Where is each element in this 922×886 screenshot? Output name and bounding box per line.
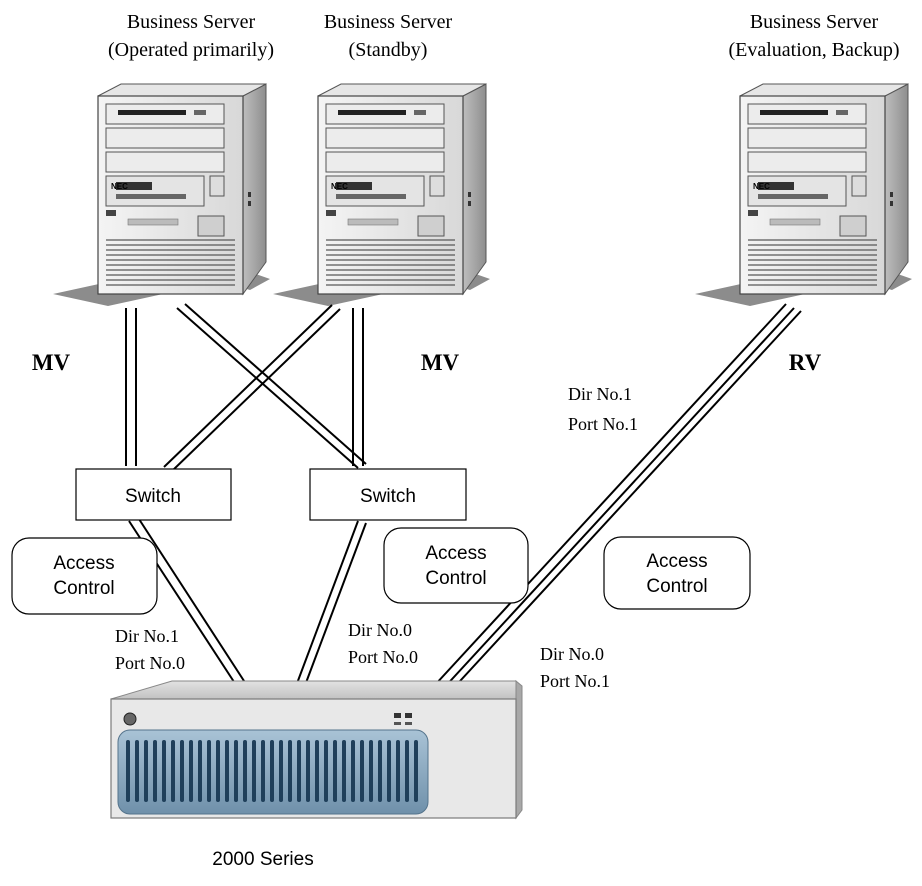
server-tower-icon xyxy=(272,83,491,307)
port-label-direct-dir: Dir No.0 xyxy=(540,644,604,664)
array-status-led-icon xyxy=(405,722,412,725)
storage-array[interactable] xyxy=(110,679,523,820)
array-status-led-icon xyxy=(405,713,412,718)
storage-caption: 2000 Series xyxy=(212,849,313,870)
server-operated-primarily[interactable]: NEC xyxy=(52,83,271,307)
switch-label: Switch xyxy=(125,486,181,507)
access-control-line1: Access xyxy=(425,543,486,564)
port-label-middle-port: Port No.0 xyxy=(348,647,418,667)
array-bezel-vents xyxy=(126,740,418,802)
switch-right[interactable]: Switch xyxy=(309,468,467,521)
server-3-subtitle: (Evaluation, Backup) xyxy=(728,39,899,61)
server-1-badge: NEC xyxy=(111,182,128,191)
server-2-subtitle: (Standby) xyxy=(349,39,428,61)
cables xyxy=(125,303,802,694)
server-tower-icon xyxy=(52,83,271,307)
volume-label-mv-middle: MV xyxy=(421,350,460,375)
server-3-badge: NEC xyxy=(753,182,770,191)
access-control-line2: Control xyxy=(425,568,486,589)
port-label-left-dir: Dir No.1 xyxy=(115,626,179,646)
access-control-line2: Control xyxy=(646,576,707,597)
volume-label-rv: RV xyxy=(789,350,822,375)
array-status-led-icon xyxy=(394,713,401,718)
server-2-title: Business Server xyxy=(324,11,453,33)
port-label-left-port: Port No.0 xyxy=(115,653,185,673)
access-control-right: Access Control xyxy=(603,536,751,610)
server-1-subtitle: (Operated primarily) xyxy=(108,39,274,61)
switch-label: Switch xyxy=(360,486,416,507)
port-label-server-port: Port No.1 xyxy=(568,414,638,434)
access-control-left: Access Control xyxy=(11,537,158,615)
access-control-line2: Control xyxy=(53,578,114,599)
server-1-title: Business Server xyxy=(127,11,256,33)
server-3-title: Business Server xyxy=(750,11,879,33)
server-standby[interactable]: NEC xyxy=(272,83,491,307)
array-status-led-icon xyxy=(394,722,401,725)
access-control-middle: Access Control xyxy=(383,527,529,604)
port-label-server-dir: Dir No.1 xyxy=(568,384,632,404)
port-label-middle-dir: Dir No.0 xyxy=(348,620,412,640)
volume-label-mv-left: MV xyxy=(32,350,71,375)
switch-left[interactable]: Switch xyxy=(75,468,232,521)
server-evaluation-backup[interactable]: NEC xyxy=(694,83,913,307)
server-2-badge: NEC xyxy=(331,182,348,191)
access-control-line1: Access xyxy=(53,553,114,574)
array-key-lock-icon xyxy=(123,712,137,726)
server-tower-icon xyxy=(694,83,913,307)
port-label-direct-port: Port No.1 xyxy=(540,671,610,691)
access-control-line1: Access xyxy=(646,551,707,572)
